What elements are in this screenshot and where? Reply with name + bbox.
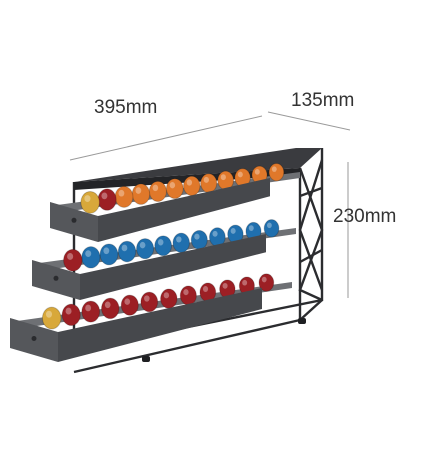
capsule-highlight — [163, 292, 170, 299]
capsule — [140, 291, 159, 313]
dimension-lines — [69, 111, 351, 298]
capsule-highlight — [85, 304, 92, 312]
drawer-handle — [53, 275, 59, 281]
capsule — [190, 229, 208, 250]
capsule — [81, 300, 101, 323]
drawer-side — [58, 288, 262, 362]
capsule-highlight — [67, 252, 74, 260]
capsule — [154, 235, 173, 257]
capsule-highlight — [266, 222, 272, 229]
capsule-highlight — [121, 244, 128, 252]
capsule-highlight — [103, 247, 110, 255]
capsule-highlight — [152, 184, 159, 192]
capsule-highlight — [45, 310, 53, 318]
capsule-highlight — [65, 307, 72, 315]
capsule-highlight — [248, 225, 254, 231]
capsule — [148, 180, 167, 202]
capsule — [179, 285, 197, 306]
drawer-handle — [31, 336, 37, 341]
capsule-highlight — [254, 168, 260, 175]
capsule — [131, 183, 151, 205]
capsule — [183, 175, 201, 197]
capsule-highlight — [230, 228, 236, 234]
capsule — [99, 243, 119, 266]
capsule-highlight — [176, 236, 182, 243]
depth-dimension-line — [267, 111, 351, 131]
top-drawer — [50, 163, 300, 242]
depth-label: 135mm — [291, 90, 355, 111]
capsule — [120, 294, 139, 316]
capsule-highlight — [157, 239, 164, 246]
capsule — [160, 288, 178, 309]
drawer-side — [98, 178, 270, 242]
drawers — [10, 163, 300, 362]
capsule-highlight — [202, 286, 209, 292]
width-dimension-line — [69, 115, 263, 161]
bottom-drawer — [10, 273, 292, 362]
capsule-highlight — [135, 187, 142, 194]
height-label: 230mm — [333, 206, 397, 227]
drawer-handle — [71, 217, 77, 223]
capsule-highlight — [139, 241, 146, 249]
capsule-highlight — [203, 176, 209, 183]
capsule — [61, 303, 81, 327]
capsule-highlight — [144, 295, 150, 302]
feet — [142, 318, 306, 362]
capsule-highlight — [104, 301, 111, 309]
capsule — [63, 248, 83, 272]
drawer-side — [80, 234, 266, 300]
capsule — [101, 297, 120, 320]
capsule — [165, 178, 184, 200]
capsule-highlight — [186, 179, 193, 186]
capsule-highlight — [220, 174, 226, 181]
capsule-highlight — [271, 166, 277, 172]
capsule — [263, 219, 280, 238]
capsule-highlight — [124, 298, 131, 305]
capsule — [117, 240, 137, 263]
capsule — [80, 190, 100, 214]
capsule — [97, 188, 117, 211]
middle-drawer — [32, 219, 296, 300]
width-label: 395mm — [94, 97, 158, 118]
capsule-highlight — [194, 233, 200, 240]
capsule-highlight — [212, 230, 218, 237]
capsule — [41, 306, 62, 330]
capsule — [258, 273, 275, 292]
capsule — [114, 185, 134, 208]
capsule-highlight — [183, 289, 189, 296]
capsule-highlight — [101, 192, 108, 200]
capsule — [81, 246, 101, 269]
capsule — [136, 238, 155, 260]
capsule-highlight — [84, 195, 91, 203]
capsule — [268, 163, 285, 182]
capsule-highlight — [242, 279, 248, 286]
capsule-highlight — [261, 276, 267, 283]
capsule-highlight — [85, 250, 92, 258]
capsule-highlight — [237, 171, 243, 178]
capsule-highlight — [118, 189, 125, 197]
capsule-highlight — [222, 282, 228, 289]
capsule-highlight — [169, 182, 176, 189]
capsule — [200, 173, 218, 194]
capsule — [172, 232, 190, 254]
